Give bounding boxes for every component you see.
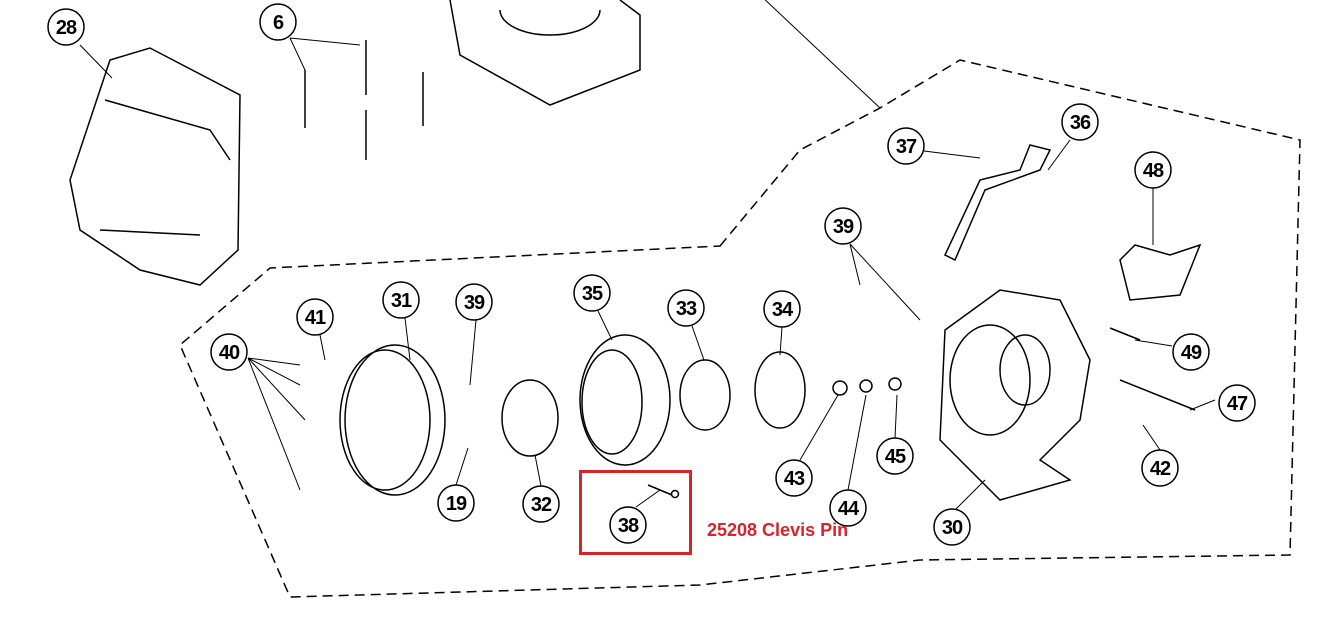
- part-48-block: [1119, 243, 1202, 301]
- callout-circle: [1134, 151, 1172, 189]
- callout-48: 48: [1134, 151, 1172, 189]
- part-30-housing: [939, 289, 1091, 501]
- part-caption: 25208 Clevis Pin: [707, 520, 849, 540]
- callout-number: 39: [833, 216, 854, 238]
- callout-number: 31: [391, 290, 412, 312]
- callout-circle: [1061, 103, 1099, 141]
- callout-number: 32: [531, 494, 552, 516]
- callout-circle: [437, 484, 475, 522]
- callout-42: 42: [1141, 449, 1179, 487]
- callout-number: 6: [273, 12, 284, 34]
- callout-circle: [573, 274, 611, 312]
- callout-circle: [933, 508, 971, 546]
- callout-38: 38: [609, 506, 647, 544]
- callout-circle: [829, 489, 867, 527]
- callout-circle: [382, 281, 420, 319]
- leader-lines: [79, 37, 1216, 511]
- callout-number: 45: [885, 446, 906, 468]
- callout-number: 39: [464, 292, 485, 314]
- callout-35: 35: [573, 274, 611, 312]
- callout-41: 41: [296, 298, 334, 336]
- callout-circle: [259, 3, 297, 41]
- callout-49: 49: [1172, 333, 1210, 371]
- callout-number: 42: [1150, 458, 1171, 480]
- callout-40: 40: [210, 333, 248, 371]
- callout-31: 31: [382, 281, 420, 319]
- callout-number: 47: [1227, 393, 1248, 415]
- callout-number: 30: [942, 517, 963, 539]
- callout-circle: [887, 127, 925, 165]
- callout-circle: [296, 298, 334, 336]
- callout-number: 40: [219, 342, 240, 364]
- callout-number: 35: [582, 283, 603, 305]
- callout-45: 45: [876, 437, 914, 475]
- callout-circle: [522, 485, 560, 523]
- callout-47: 47: [1218, 384, 1256, 422]
- callout-33: 33: [667, 289, 705, 327]
- callout-circle: [1172, 333, 1210, 371]
- callout-34: 34: [763, 290, 801, 328]
- callout-circle: [47, 8, 85, 46]
- callout-number: 49: [1181, 342, 1202, 364]
- callout-circle: [667, 289, 705, 327]
- callout-circle: [763, 290, 801, 328]
- callout-number: 37: [896, 136, 917, 158]
- part-6-bolts: [304, 40, 424, 160]
- assembly-boundary-dashed: [179, 59, 1301, 598]
- callout-circle: [210, 333, 248, 371]
- callout-32: 32: [522, 485, 560, 523]
- callout-30: 30: [933, 508, 971, 546]
- callout-circle: [455, 283, 493, 321]
- part-28-cover: [69, 47, 241, 286]
- callout-circle: [824, 207, 862, 245]
- callout-number: 38: [618, 515, 639, 537]
- callout-circle: [1141, 449, 1179, 487]
- callout-6: 6: [259, 3, 297, 41]
- callout-number: 19: [446, 493, 467, 515]
- callout-number: 48: [1143, 160, 1164, 182]
- callout-44: 44: [829, 489, 867, 527]
- callout-39: 39: [455, 283, 493, 321]
- callout-group: 28 6 37 36 48 39 41 31 39 35 33 34 40 49 47 45 43 42 19 32 4…: [47, 3, 1256, 546]
- callout-39: 39: [824, 207, 862, 245]
- callout-number: 33: [676, 298, 697, 320]
- callout-43: 43: [775, 459, 813, 497]
- callout-number: 44: [838, 498, 860, 520]
- callout-number: 36: [1070, 112, 1091, 134]
- callout-circle: [876, 437, 914, 475]
- callout-number: 34: [772, 299, 794, 321]
- callout-28: 28: [47, 8, 85, 46]
- callout-number: 43: [784, 468, 805, 490]
- callout-circle: [775, 459, 813, 497]
- highlight-box: [579, 470, 692, 555]
- callout-circle: [1218, 384, 1256, 422]
- top-housing: [449, 0, 641, 106]
- callout-36: 36: [1061, 103, 1099, 141]
- callout-number: 28: [56, 17, 77, 39]
- callout-19: 19: [437, 484, 475, 522]
- assembly-outlines: [69, 0, 1301, 598]
- callout-number: 41: [305, 307, 326, 329]
- callout-circle: [609, 506, 647, 544]
- part-36-arm: [944, 144, 1052, 262]
- callout-37: 37: [887, 127, 925, 165]
